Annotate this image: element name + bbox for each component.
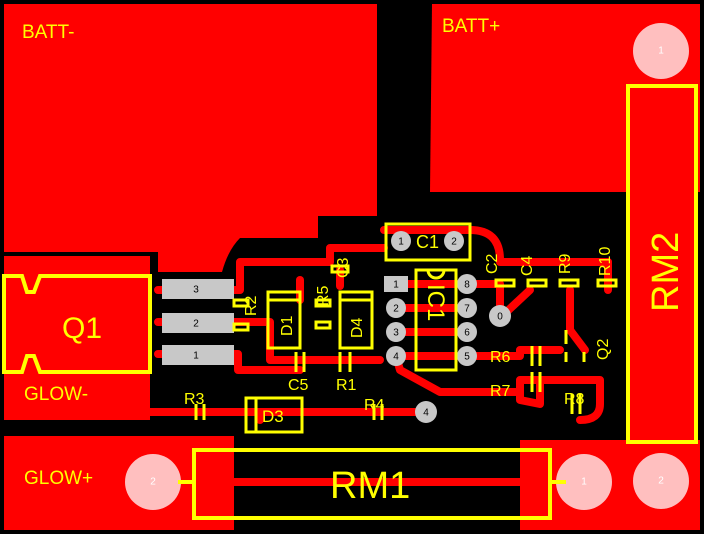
- ic1-pad-6[interactable]: [457, 322, 477, 342]
- rm1-pad-1[interactable]: [556, 454, 612, 510]
- r5-label: R5: [315, 285, 332, 306]
- ic1-pin-6-label: 6: [464, 328, 470, 339]
- q1-pin-3-label: 3: [193, 285, 199, 296]
- q1-outline: [2, 274, 152, 374]
- glow-minus-label: GLOW-: [24, 384, 88, 405]
- rm1-label: RM1: [330, 465, 410, 507]
- r9-label: R9: [557, 253, 574, 274]
- c1-pad-2[interactable]: [444, 231, 464, 251]
- r1-label: R1: [336, 377, 357, 394]
- d4-outline: [338, 290, 374, 350]
- c2-label: C2: [484, 253, 501, 274]
- r6-label: R6: [490, 349, 511, 366]
- ic1-pin-2-label: 2: [393, 304, 399, 315]
- ic1-pin-3-label: 3: [393, 328, 399, 339]
- r2-label: R2: [243, 295, 260, 316]
- r10-label: R10: [597, 247, 614, 276]
- rm2-outline: [626, 84, 698, 444]
- batt-minus-label: BATT-: [22, 22, 74, 43]
- ic1-pad-3[interactable]: [386, 322, 406, 342]
- d3-label: D3: [262, 407, 284, 426]
- c5-label: C5: [288, 377, 309, 394]
- c4-label: C4: [519, 255, 536, 276]
- c1-pad-1[interactable]: [391, 231, 411, 251]
- pads-layer: [125, 23, 689, 510]
- rm2-pin-1-label: 1: [658, 46, 664, 57]
- r8-label: R8: [564, 391, 585, 408]
- ic1-pad-5[interactable]: [457, 346, 477, 366]
- r7-label: R7: [490, 383, 511, 400]
- ic1-pad-1[interactable]: [384, 276, 408, 292]
- q1-pad-1[interactable]: [162, 345, 234, 365]
- batt-plus-label: BATT+: [442, 16, 500, 37]
- d4-label: D4: [349, 317, 366, 338]
- d1-outline: [266, 290, 302, 350]
- c1-outline: [384, 222, 472, 262]
- ic1-pad-8[interactable]: [457, 274, 477, 294]
- q1-label: Q1: [62, 312, 102, 345]
- q1-pad-2[interactable]: [162, 313, 234, 333]
- d3-outline: [244, 396, 304, 434]
- pad-numbers: 3 2 1 1 2 3 4 8 7 6 5 1 2 4 0 1 2 2 1: [150, 46, 664, 488]
- rm1-pin-1-label: 1: [581, 477, 587, 488]
- batt-minus-pour: [4, 4, 377, 272]
- c1-label: C1: [416, 232, 439, 252]
- glow-minus-pour: [4, 256, 150, 420]
- rm2-pad-2[interactable]: [633, 453, 689, 509]
- ic1-pad-7[interactable]: [457, 298, 477, 318]
- ic1-pin-1-label: 1: [393, 280, 399, 291]
- glow-plus-pour: [4, 436, 234, 530]
- rm1-pin-2-label: 2: [150, 477, 156, 488]
- r4-label: R4: [364, 397, 385, 414]
- ic1-pin-4-label: 4: [393, 352, 399, 363]
- q1-pin-1-label: 1: [193, 351, 199, 362]
- silkscreen-layer: [2, 84, 698, 520]
- ic1-outline: [414, 268, 458, 372]
- q1-pin-2-label: 2: [193, 319, 199, 330]
- q2-label: Q2: [595, 339, 612, 360]
- c1-pin-1-label: 1: [398, 237, 404, 248]
- d1-label: D1: [279, 315, 296, 336]
- ic1-pad-4[interactable]: [386, 346, 406, 366]
- rm1-pad-2[interactable]: [125, 454, 181, 510]
- via-r6[interactable]: [489, 305, 511, 327]
- via-r4[interactable]: [415, 401, 437, 423]
- rm2-pin-2-label: 2: [658, 476, 664, 487]
- glow-plus-label: GLOW+: [24, 468, 93, 489]
- ic1-pin-7-label: 7: [464, 304, 470, 315]
- via-r4-label: 4: [423, 408, 429, 419]
- c3-label: C3: [335, 257, 352, 278]
- rm2-strip-pour: [628, 84, 698, 440]
- labels-layer: BATT- BATT+ GLOW- GLOW+ Q1 RM1 RM2 C1 IC…: [22, 16, 687, 507]
- ic1-pin-8-label: 8: [464, 280, 470, 291]
- ic1-pad-2[interactable]: [386, 298, 406, 318]
- ic1-pin-5-label: 5: [464, 352, 470, 363]
- r3-label: R3: [184, 391, 205, 408]
- ic1-label: IC1: [422, 284, 449, 321]
- c1-pin-2-label: 2: [451, 237, 457, 248]
- rm2-label: RM2: [645, 232, 687, 312]
- q1-pad-3[interactable]: [162, 279, 234, 299]
- rm2-pad-1[interactable]: [633, 23, 689, 79]
- via-r6-label: 0: [497, 312, 503, 323]
